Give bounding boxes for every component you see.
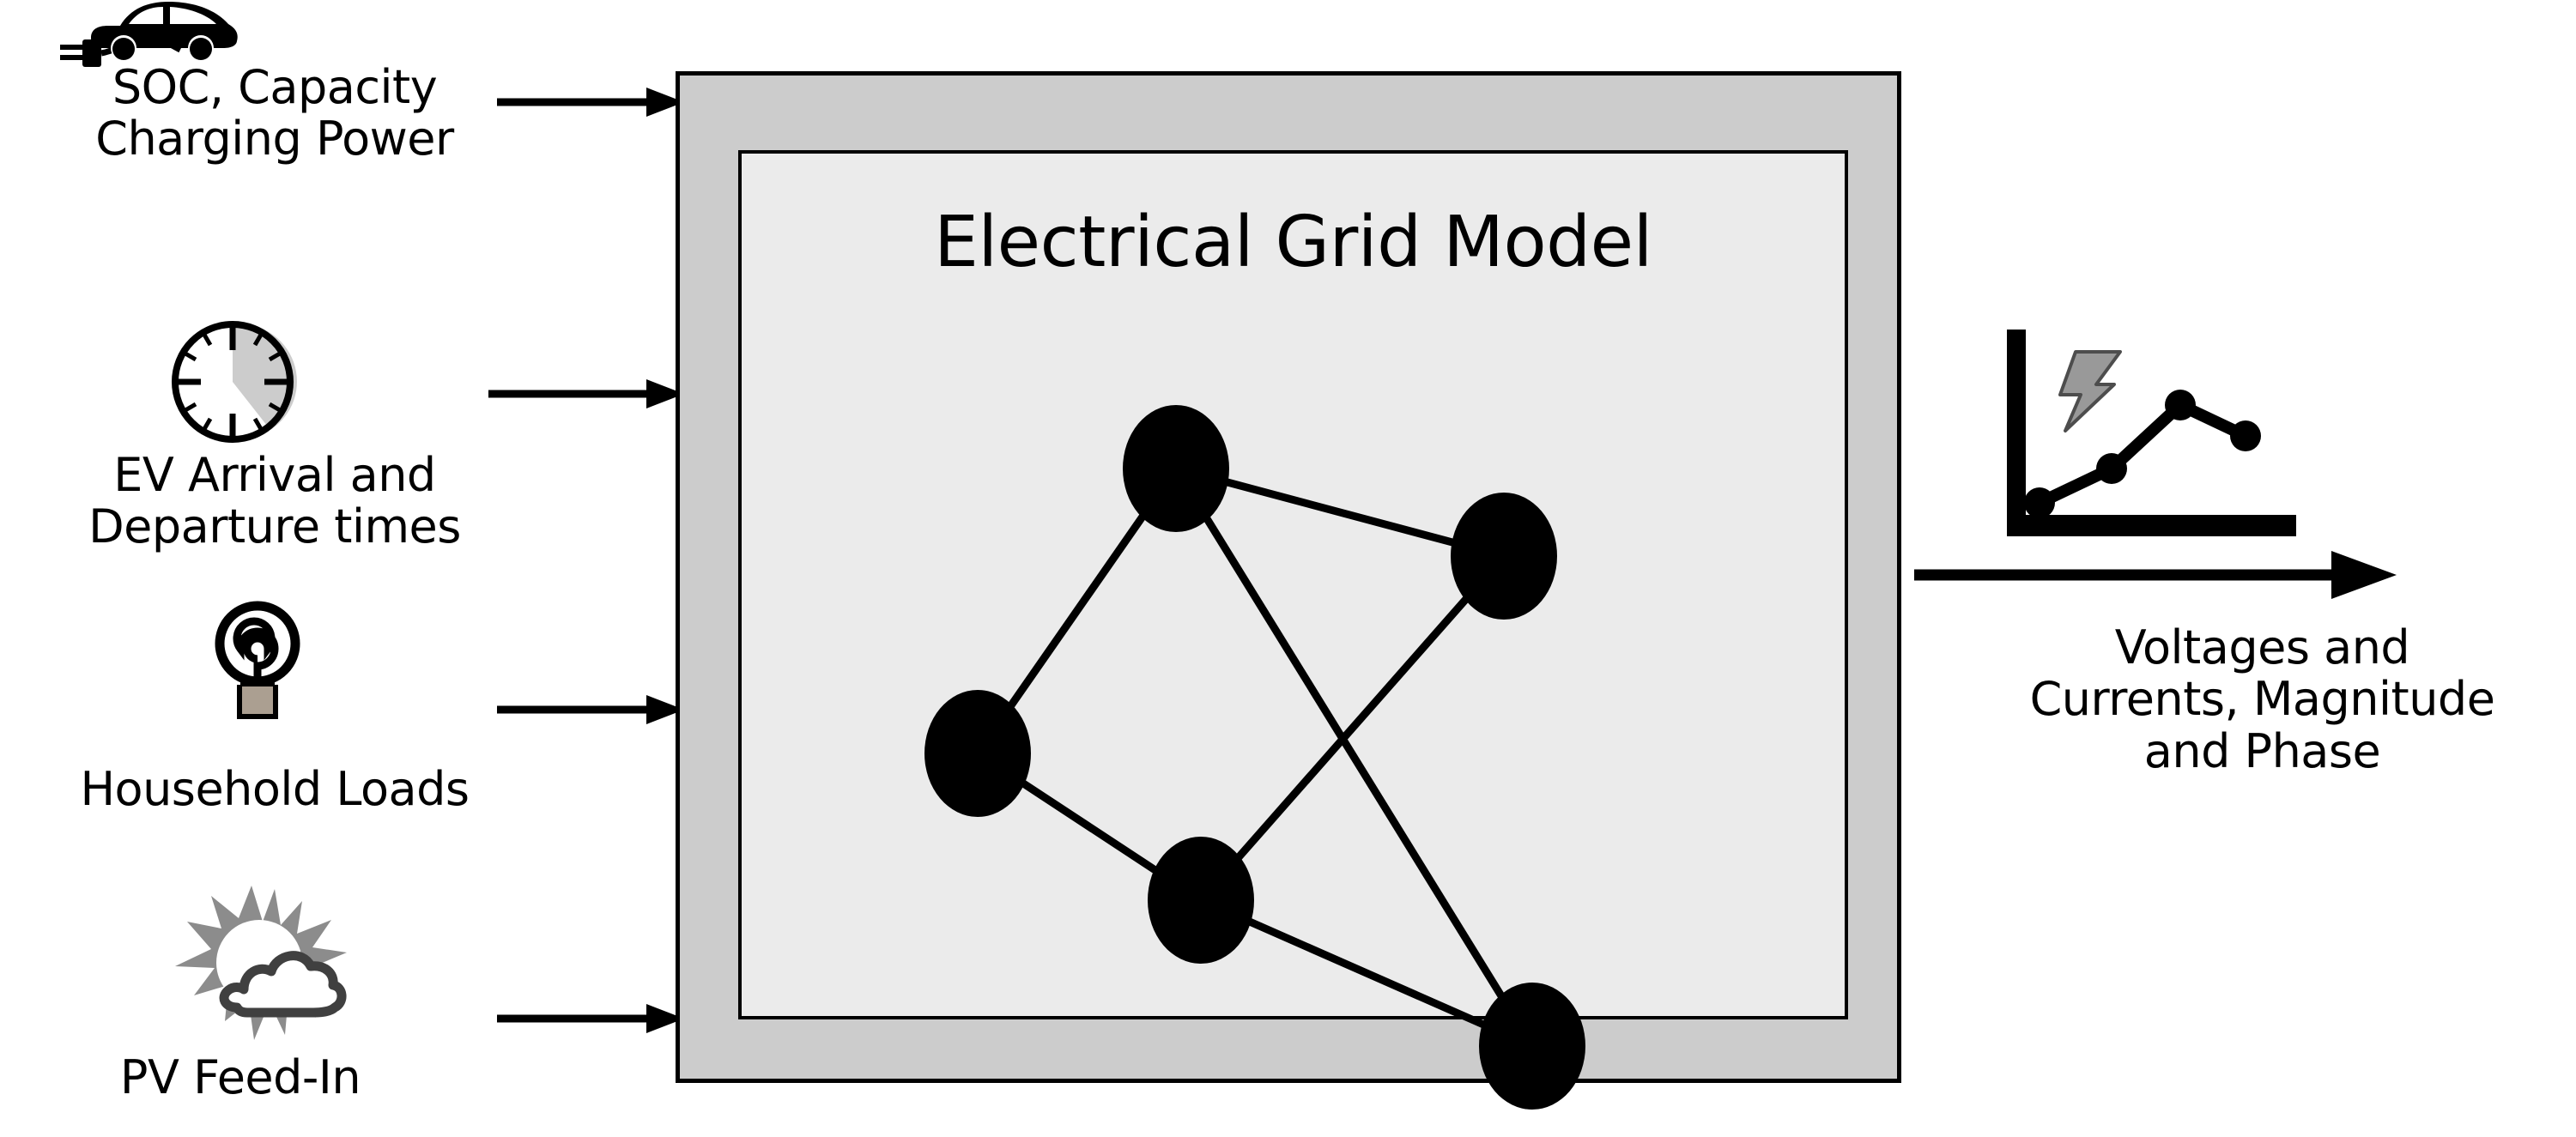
input-arrow-ev-times — [488, 379, 684, 408]
graph-node — [1148, 837, 1254, 964]
graph-edges — [974, 464, 1536, 1050]
graph-edge — [1173, 466, 1536, 1049]
input-label-ev-battery: SOC, Capacity Charging Power — [95, 60, 454, 166]
input-arrow-pv — [497, 1004, 684, 1033]
chart-point — [2230, 420, 2261, 451]
graph-node — [1479, 983, 1585, 1110]
graph-nodes — [924, 405, 1585, 1110]
input-label-ev-times: EV Arrival and Departure times — [88, 448, 461, 554]
graph-node — [1123, 405, 1229, 532]
model-box-outer: Electrical Grid Model — [676, 71, 1901, 1083]
input-arrow-household — [497, 695, 684, 724]
line-chart-lightning-icon — [1991, 330, 2397, 599]
input-arrow-ev-battery — [497, 88, 684, 117]
graph-node — [924, 690, 1031, 817]
graph-edge — [1197, 553, 1507, 903]
output-arrow-tail — [1914, 569, 2017, 581]
model-title: Electrical Grid Model — [934, 202, 1652, 283]
graph-edge — [1174, 464, 1506, 560]
chart-point — [2096, 453, 2127, 484]
light-bulb-icon — [206, 599, 309, 723]
graph-node — [1451, 493, 1557, 620]
input-label-household: Household Loads — [80, 762, 470, 816]
electric-car-body-icon — [86, 0, 240, 65]
graph-edge — [1199, 896, 1534, 1050]
chart-point — [2024, 487, 2055, 518]
output-label: Voltages and Currents, Magnitude and Pha… — [2029, 620, 2495, 778]
chart-point — [2165, 390, 2196, 420]
sun-cloud-icon — [155, 884, 378, 1059]
model-box-inner: Electrical Grid Model — [738, 150, 1848, 1019]
input-label-pv: PV Feed-In — [119, 1050, 361, 1104]
clock-icon — [155, 318, 309, 450]
